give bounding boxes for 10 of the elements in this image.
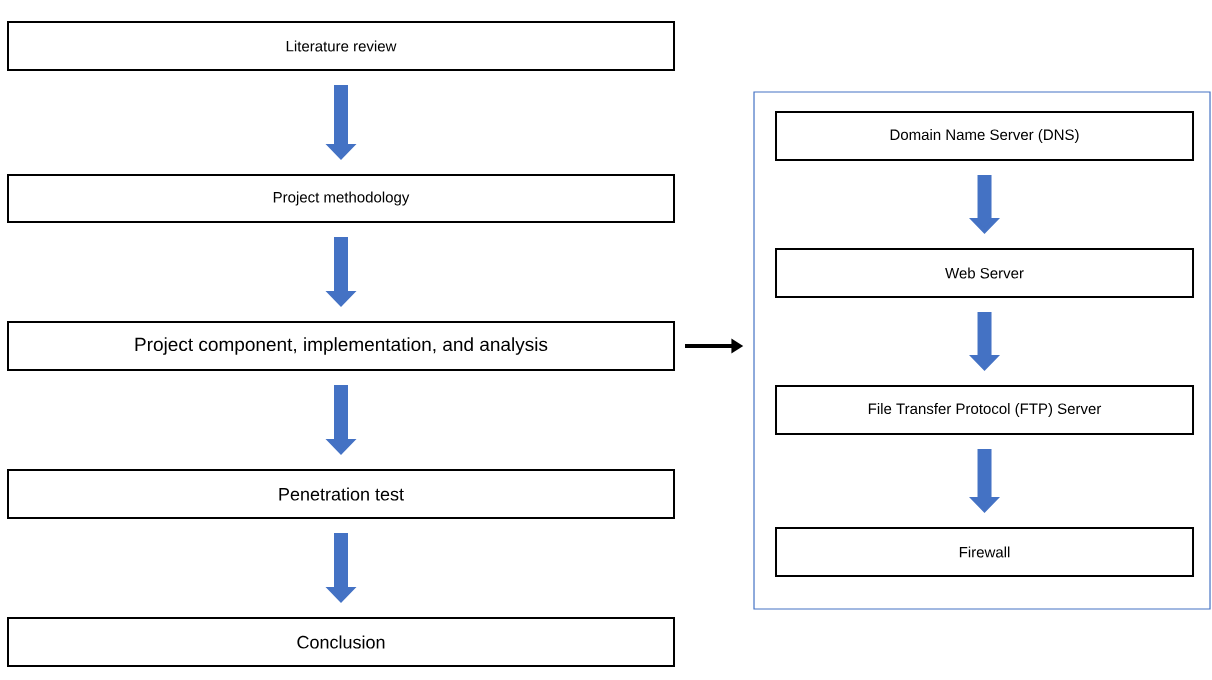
process-box: Project component, implementation, and analysis: [7, 321, 675, 371]
process-box: Penetration test: [7, 469, 675, 519]
process-box: File Transfer Protocol (FTP) Server: [775, 385, 1194, 435]
process-box: Project methodology: [7, 174, 675, 223]
process-box: Firewall: [775, 527, 1194, 577]
group-frame: [753, 91, 1211, 610]
process-box: Domain Name Server (DNS): [775, 111, 1194, 161]
process-box: Conclusion: [7, 617, 675, 667]
process-box: Literature review: [7, 21, 675, 71]
process-box: Web Server: [775, 248, 1194, 298]
